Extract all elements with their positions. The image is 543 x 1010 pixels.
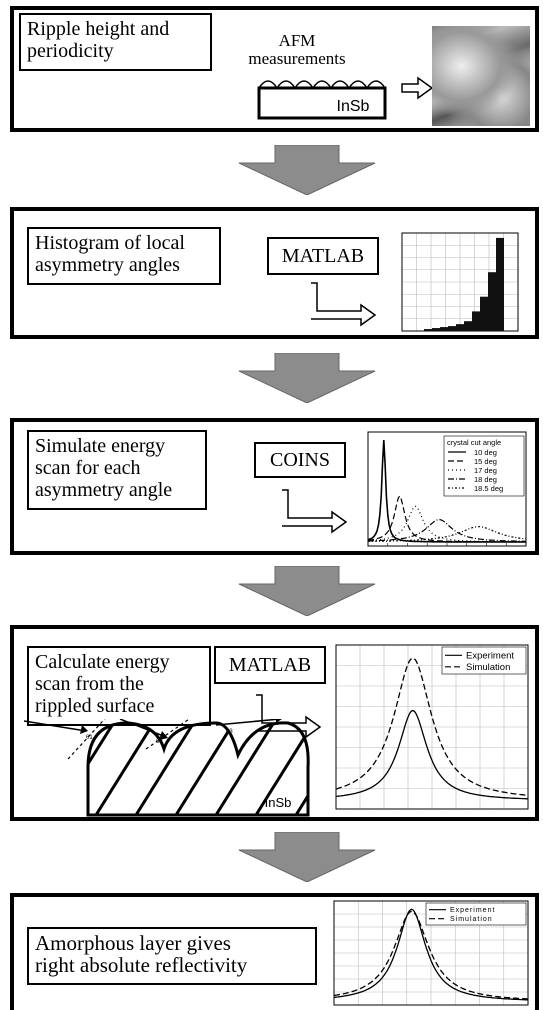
legend-title: crystal cut angle [447, 438, 501, 447]
histogram-bar [432, 328, 440, 331]
legend-label: Experiment [466, 651, 514, 662]
step-title: Calculate energy scan from the rippled s… [27, 646, 211, 726]
rippled-surface-illustration: InSb θ1 θ2 θ3 [23, 719, 310, 817]
down-arrow-icon [238, 832, 376, 882]
panel-simulate: Simulate energy scan for each asymmetry … [10, 418, 539, 555]
histogram-bar [440, 327, 448, 331]
angle-label: θ3 [226, 729, 233, 735]
histogram-bar [456, 324, 464, 331]
histogram-bar [424, 329, 432, 331]
legend-box [443, 435, 525, 497]
afm-image [432, 26, 530, 126]
series-line [333, 908, 528, 1001]
legend-box [441, 646, 527, 675]
series-line [368, 518, 526, 542]
down-arrow-icon [238, 145, 376, 195]
legend-label: Simulation [466, 662, 510, 673]
panel-histogram: Histogram of local asymmetry angles MATL… [10, 207, 539, 339]
legend-label: 10 deg [474, 448, 497, 457]
histogram-chart [401, 232, 519, 332]
arrow-elbow-icon [311, 282, 377, 327]
tool-label: COINS [254, 442, 346, 478]
series-line [335, 709, 528, 800]
step-title: Ripple height and periodicity [19, 13, 212, 71]
legend-label: 18 deg [474, 475, 497, 484]
panel-afm: Ripple height and periodicity AFM measur… [10, 6, 539, 132]
panel-amorphous: Amorphous layer gives right absolute ref… [10, 893, 539, 1010]
series-line [335, 657, 529, 796]
legend-label: 17 deg [474, 466, 497, 475]
tool-label: MATLAB [267, 237, 379, 275]
series-line [367, 495, 526, 543]
afm-sample-illustration: InSb [257, 80, 387, 120]
step-title: Amorphous layer gives right absolute ref… [27, 927, 317, 985]
legend-label: Simulation [450, 916, 493, 923]
histogram-bar [448, 326, 456, 331]
histogram-bar [488, 272, 496, 331]
down-arrow-icon [238, 353, 376, 403]
plot-frame [333, 900, 529, 1006]
material-label: InSb [337, 98, 370, 115]
plot-frame [335, 644, 529, 810]
arrow-right-icon [401, 76, 434, 100]
series-line [367, 439, 526, 543]
tool-label: MATLAB [214, 646, 326, 684]
series-line [368, 505, 526, 543]
histogram-bar [480, 296, 488, 331]
legend-label: 18.5 deg [474, 484, 503, 493]
legend-box [425, 902, 527, 926]
histogram-bar [496, 237, 504, 331]
material-label: InSb [265, 795, 292, 810]
series-line [368, 526, 527, 542]
step-title: Simulate energy scan for each asymmetry … [27, 430, 207, 510]
angle-label: θ1 [86, 735, 93, 741]
legend-label: 15 deg [474, 457, 497, 466]
legend-label: Experiment [450, 907, 495, 914]
afm-label: AFM measurements [248, 31, 346, 68]
down-arrow-icon [238, 566, 376, 616]
step-title: Histogram of local asymmetry angles [27, 227, 221, 285]
panel-calculate: Calculate energy scan from the rippled s… [10, 625, 539, 821]
series-line [333, 910, 528, 1000]
histogram-bar [464, 321, 472, 331]
angle-label: θ2 [156, 739, 163, 745]
arrow-elbow-icon [282, 489, 348, 534]
histogram-bar [472, 311, 480, 331]
